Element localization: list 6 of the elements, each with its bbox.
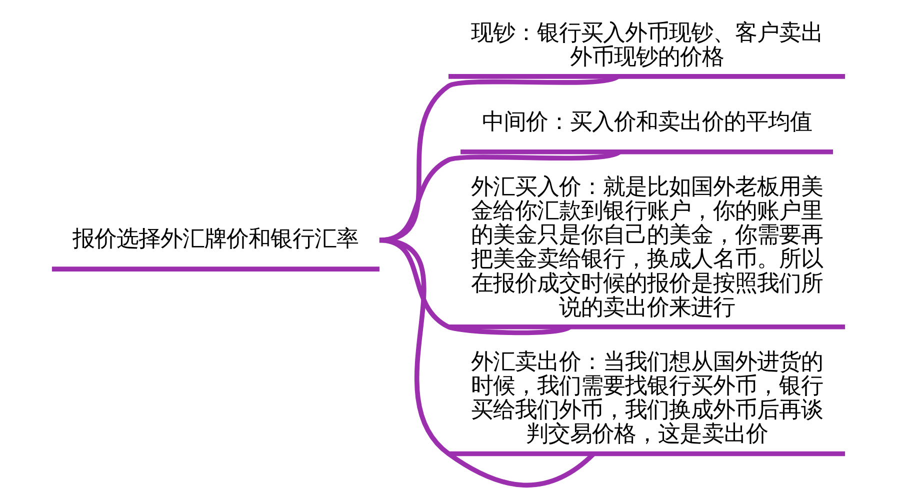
node-text: 外汇买入价：就是比如国外老板用美金给你汇款到银行账户，你的账户里的美金只是你自己的美金，你需要再把美金卖给银行，换成人名币。所以在报价成交时候的报价是按照我们所说的卖出价来进行 — [470, 173, 823, 320]
node-text: 外汇卖出价：当我们想从国外进货的时候，我们需要找银行买外币，银行买给我们外币，我们换成外币后再谈判交易价格，这是卖出价 — [470, 348, 823, 447]
node-text: 现钞：银行买入外币现钞、客户卖出外币现钞的价格 — [470, 19, 823, 70]
node-text: 报价选择外汇牌价和银行汇率 — [72, 226, 359, 252]
node-text: 中间价：买入价和卖出价的平均值 — [482, 108, 812, 134]
connector — [379, 237, 596, 487]
